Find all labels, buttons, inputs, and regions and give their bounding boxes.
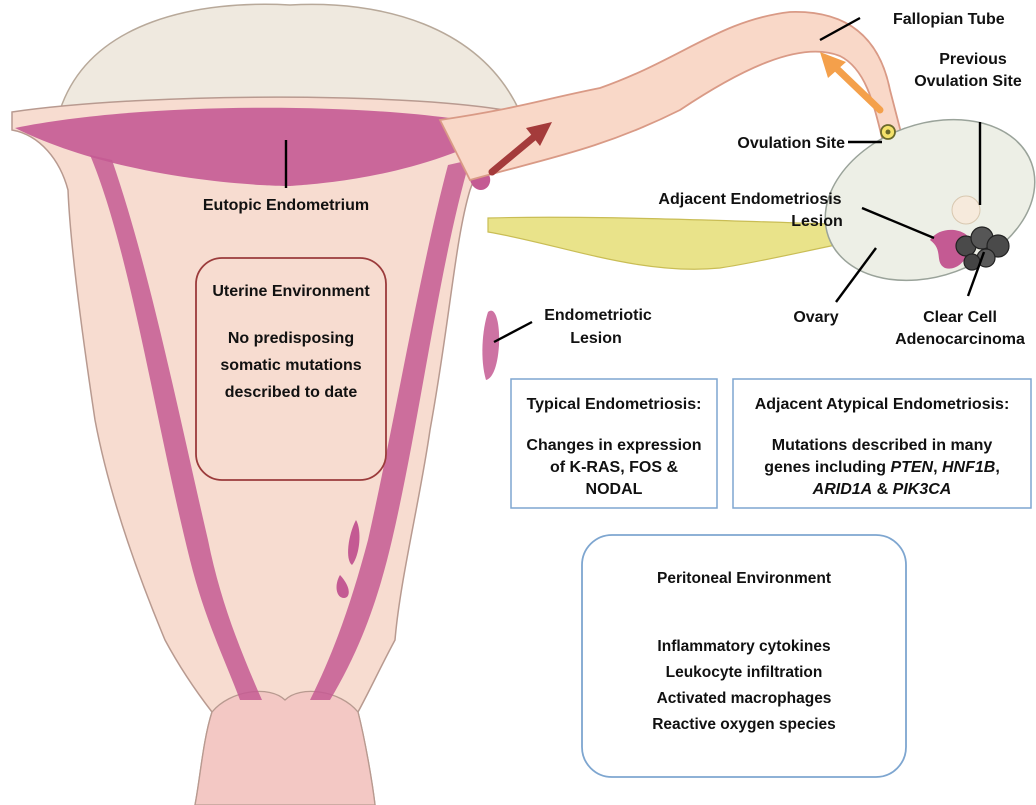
label-ovary: Ovary — [793, 309, 838, 326]
label-clear-cell-1: Clear Cell — [923, 309, 997, 326]
label-previous-ovulation-1: Previous — [939, 51, 1007, 68]
label-fallopian-tube: Fallopian Tube — [893, 11, 1005, 28]
cervix — [195, 691, 375, 805]
label-eutopic-endometrium: Eutopic Endometrium — [203, 197, 369, 214]
atypical-box-line3: ARID1A & PIK3CA — [812, 481, 952, 498]
peritoneal-box-title: Peritoneal Environment — [657, 570, 831, 587]
atypical-line2-prefix: genes including — [764, 459, 890, 476]
uterine-box-title: Uterine Environment — [212, 283, 370, 300]
typical-endometriosis-box: Typical Endometriosis: Changes in expres… — [511, 379, 717, 508]
label-adjacent-lesion-2: Lesion — [791, 213, 843, 230]
previous-ovulation-site-mark — [952, 196, 980, 224]
peritoneal-box-line: Reactive oxygen species — [652, 716, 836, 733]
peritoneal-environment-box: Peritoneal Environment Inflammatory cyto… — [582, 535, 906, 777]
uterine-box-line: described to date — [225, 384, 358, 401]
peritoneal-box-line: Inflammatory cytokines — [657, 638, 830, 655]
peritoneal-box-line: Activated macrophages — [657, 690, 832, 707]
atypical-endometriosis-box: Adjacent Atypical Endometriosis: Mutatio… — [733, 379, 1031, 508]
gene-amp: & — [872, 481, 892, 498]
atypical-box-line2: genes including PTEN, HNF1B, — [764, 459, 1000, 476]
atypical-box-title: Adjacent Atypical Endometriosis: — [755, 396, 1010, 413]
label-ovulation-site: Ovulation Site — [737, 135, 845, 152]
peritoneal-box-line: Leukocyte infiltration — [666, 664, 823, 681]
label-previous-ovulation-2: Ovulation Site — [914, 73, 1022, 90]
label-clear-cell-2: Adenocarcinoma — [895, 331, 1025, 348]
label-endometriotic-2: Lesion — [570, 330, 622, 347]
gene-hnf1b: HNF1B — [942, 459, 995, 476]
atypical-box-line1: Mutations described in many — [772, 437, 993, 454]
typical-box-line: of K-RAS, FOS & — [550, 459, 678, 476]
endometriotic-lesion-outer — [482, 311, 499, 380]
typical-box-line: NODAL — [586, 481, 643, 498]
typical-box-line: Changes in expression — [526, 437, 701, 454]
pointer-endometriotic — [494, 322, 532, 342]
gene-pik3ca: PIK3CA — [893, 481, 952, 498]
label-adjacent-lesion-1: Adjacent Endometriosis — [658, 191, 841, 208]
label-endometriotic-1: Endometriotic — [544, 307, 652, 324]
gene-arid1a: ARID1A — [812, 481, 873, 498]
uterine-box-line: No predisposing — [228, 330, 354, 347]
typical-box-title: Typical Endometriosis: — [527, 396, 702, 413]
uterine-box-line: somatic mutations — [220, 357, 361, 374]
ovulation-site-dot — [886, 130, 891, 135]
gene-sep-1: , — [933, 459, 942, 476]
gene-sep-2: , — [995, 459, 999, 476]
gene-pten: PTEN — [890, 459, 933, 476]
